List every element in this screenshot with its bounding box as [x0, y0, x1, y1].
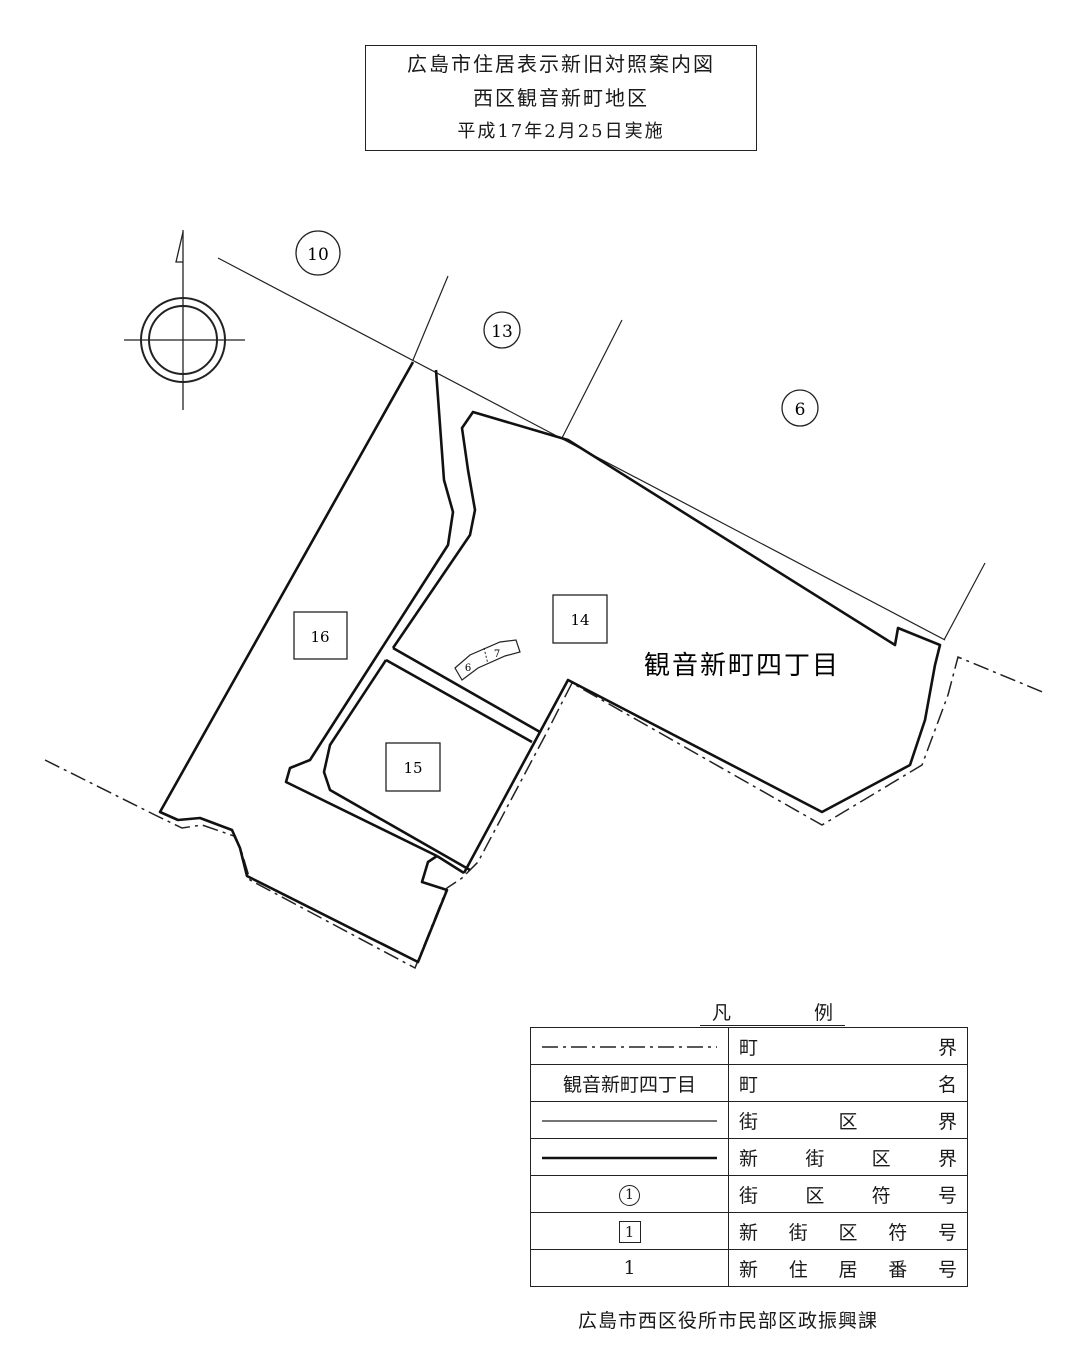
- north-arrow-icon: [124, 230, 245, 410]
- svg-text:14: 14: [570, 611, 589, 629]
- old-block-number-13: 13: [483, 311, 521, 349]
- new-block-number-14: 14: [552, 594, 608, 644]
- town-name-label: 観音新町四丁目: [644, 651, 840, 681]
- legend-row-block-boundary: 街区界: [530, 1101, 968, 1139]
- old-block-number-10: 10: [295, 230, 341, 276]
- old-block-number-6: 6: [781, 389, 819, 427]
- svg-text:16: 16: [310, 628, 329, 646]
- svg-text:6: 6: [795, 400, 806, 420]
- legend-symbol-dash-dot: [530, 1027, 729, 1065]
- legend-table: 町界 観音新町四丁目 町名 街区界 新街区界 1 街区符号 1: [530, 1027, 968, 1287]
- legend-symbol-town-name: 観音新町四丁目: [530, 1064, 729, 1102]
- map-canvas: 10 13 6 16 14 15 6 7 観音新町四丁目: [44, 230, 1046, 970]
- svg-text:10: 10: [307, 245, 329, 265]
- legend-title: 凡 例: [700, 998, 845, 1026]
- map-district: 西区観音新町地区: [473, 86, 649, 110]
- building-house-numbers: 6 7: [454, 639, 521, 681]
- new-block-number-15: 15: [385, 742, 441, 792]
- svg-text:15: 15: [403, 759, 422, 777]
- legend-symbol-thick-line: [530, 1138, 729, 1176]
- legend-symbol-plain-number: 1: [530, 1249, 729, 1287]
- new-block-number-16: 16: [293, 611, 348, 660]
- svg-text:13: 13: [491, 322, 513, 342]
- legend-row-new-house-number: 1 新住居番号: [530, 1249, 968, 1287]
- map-date: 平成17年2月25日実施: [457, 121, 665, 142]
- legend-symbol-square: 1: [530, 1212, 729, 1250]
- svg-text:6: 6: [465, 663, 471, 674]
- old-block-boundaries: [217, 257, 986, 641]
- town-boundary: [44, 655, 1046, 970]
- legend-symbol-circle: 1: [530, 1175, 729, 1213]
- legend-row-town-name: 観音新町四丁目 町名: [530, 1064, 968, 1102]
- title-box: 広島市住居表示新旧対照案内図 西区観音新町地区 平成17年2月25日実施: [365, 45, 757, 151]
- svg-text:7: 7: [494, 649, 500, 660]
- map-title: 広島市住居表示新旧対照案内図: [407, 52, 715, 76]
- legend-row-block-code: 1 街区符号: [530, 1175, 968, 1213]
- legend-row-new-block-boundary: 新街区界: [530, 1138, 968, 1176]
- legend-row-new-block-code: 1 新街区符号: [530, 1212, 968, 1250]
- legend-row-town-boundary: 町界: [530, 1027, 968, 1065]
- new-block-boundaries: [158, 361, 942, 964]
- footer-issuer: 広島市西区役所市民部区政振興課: [578, 1310, 879, 1332]
- legend-symbol-thin-line: [530, 1101, 729, 1139]
